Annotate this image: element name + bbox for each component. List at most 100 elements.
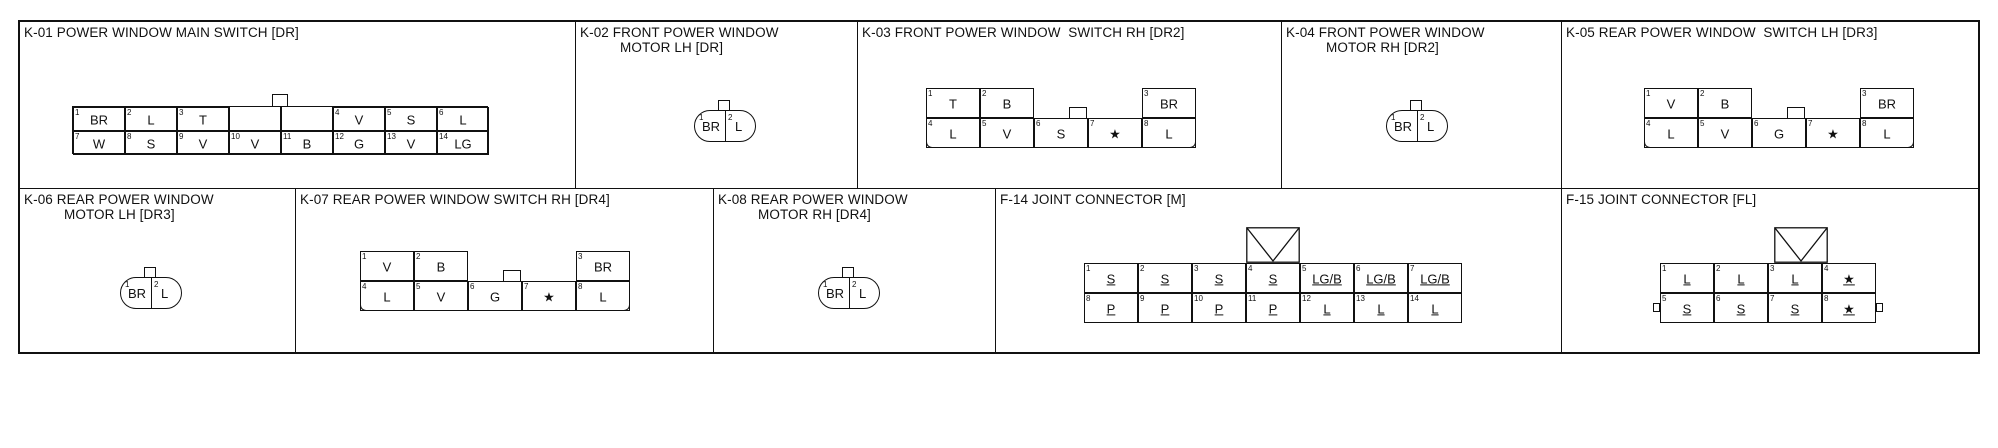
cavity-divider	[151, 278, 152, 308]
wire-color: LG/B	[1420, 271, 1450, 287]
title-line: K-02 FRONT POWER WINDOW	[580, 25, 779, 40]
pin-number: 13	[1356, 294, 1365, 303]
wire-color: L	[599, 289, 607, 305]
wire-color: L	[1377, 301, 1385, 317]
wire-color: BR	[1159, 96, 1179, 112]
pin-number: 2	[1420, 113, 1425, 122]
title-line: K-03 FRONT POWER WINDOW SWITCH RH [DR2]	[862, 25, 1185, 40]
wire-color: S	[1056, 126, 1066, 142]
pin-number: 3	[1770, 264, 1775, 273]
title-k05: K-05 REAR POWER WINDOW SWITCH LH [DR3]	[1566, 25, 1877, 40]
pin-number: 6	[1356, 264, 1361, 273]
pin-number: 6	[1036, 119, 1041, 128]
cavity-divider	[725, 111, 726, 141]
pin-number: 12	[335, 132, 344, 141]
pin-number: 7	[1410, 264, 1415, 273]
pin-number: 7	[1808, 119, 1813, 128]
wire-color: ★	[543, 289, 555, 305]
cavity-divider	[849, 278, 850, 308]
wire-color: T	[949, 96, 957, 112]
wire-color: S	[1106, 271, 1116, 287]
wire-color: G	[1773, 126, 1785, 142]
pin-number: 1	[1391, 113, 1396, 122]
wire-color: L	[1427, 119, 1435, 134]
wire-color: P	[1106, 301, 1116, 317]
wire-color: G	[353, 136, 365, 152]
wire-color: ★	[1843, 271, 1855, 287]
wire-color: V	[1666, 96, 1676, 112]
title-k07: K-07 REAR POWER WINDOW SWITCH RH [DR4]	[300, 192, 610, 207]
wire-color: L	[1683, 271, 1691, 287]
wire-color: L	[1431, 301, 1439, 317]
lock-tab	[842, 267, 854, 278]
pin-number: 3	[179, 108, 184, 117]
title-line: K-04 FRONT POWER WINDOW	[1286, 25, 1485, 40]
pin-number: 4	[1646, 119, 1651, 128]
pin-number: 2	[416, 252, 421, 261]
pin-number: 2	[154, 280, 159, 289]
wire-color: ★	[1109, 126, 1121, 142]
pin-cavity: 7★	[1088, 118, 1142, 148]
pin-number: 3	[1144, 89, 1149, 98]
pin-number: 14	[439, 132, 448, 141]
cell-k07: K-07 REAR POWER WINDOW SWITCH RH [DR4] 1…	[296, 189, 714, 352]
cell-k05: K-05 REAR POWER WINDOW SWITCH LH [DR3] 1…	[1562, 22, 1980, 189]
wire-color: L	[735, 119, 743, 134]
lock-tab	[1410, 100, 1422, 111]
wire-color: ★	[1843, 301, 1855, 317]
side-clip-right	[1876, 303, 1883, 312]
pin-number: 6	[1754, 119, 1759, 128]
wire-color: L	[383, 289, 391, 305]
wire-color: S	[1682, 301, 1692, 317]
title-line: MOTOR LH [DR]	[620, 40, 724, 55]
wire-color: BR	[89, 112, 109, 128]
pin-number: 3	[1862, 89, 1867, 98]
title-f14: F-14 JOINT CONNECTOR [M]	[1000, 192, 1186, 207]
pin-number: 5	[416, 282, 421, 291]
key-triangle	[1774, 227, 1828, 263]
pin-cavity: 4★	[1822, 263, 1876, 293]
title-k03: K-03 FRONT POWER WINDOW SWITCH RH [DR2]	[862, 25, 1185, 40]
pin-number: 2	[1716, 264, 1721, 273]
wire-color: BR	[1877, 96, 1897, 112]
pin-number: 7	[75, 132, 80, 141]
pin-number: 11	[1248, 294, 1257, 303]
wire-color: BR	[702, 119, 721, 134]
pin-number: 1	[1086, 264, 1091, 273]
pin-number: 1	[928, 89, 933, 98]
wire-color: ★	[1827, 126, 1839, 142]
lock-tab	[144, 267, 156, 278]
wire-color: P	[1268, 301, 1278, 317]
wire-color: S	[146, 136, 156, 152]
title-f15: F-15 JOINT CONNECTOR [FL]	[1566, 192, 1756, 207]
wire-color: L	[459, 112, 467, 128]
